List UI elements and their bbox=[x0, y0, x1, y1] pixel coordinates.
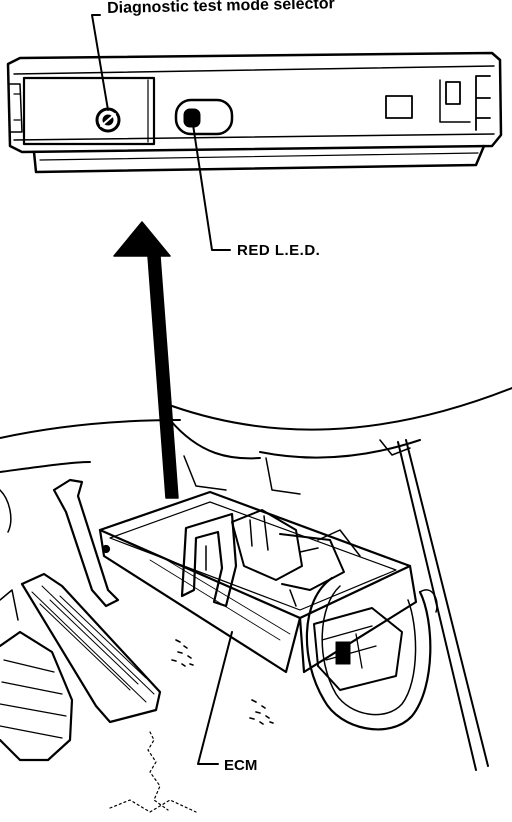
selector-leader-line bbox=[91, 14, 109, 111]
ecm-label: ECM bbox=[224, 757, 258, 774]
side-connector bbox=[313, 607, 403, 691]
harness-connector bbox=[231, 509, 361, 607]
floor-stipple bbox=[109, 639, 274, 813]
led-leader-line bbox=[191, 117, 231, 251]
red-led-label: RED L.E.D. bbox=[237, 242, 321, 259]
mounting-bracket bbox=[180, 512, 238, 608]
up-arrow bbox=[113, 221, 179, 499]
ecm-box bbox=[98, 490, 418, 674]
accelerator-pedal bbox=[20, 478, 162, 724]
brake-pedal bbox=[0, 589, 74, 762]
dashboard-outline bbox=[0, 387, 512, 533]
red-led-window bbox=[174, 98, 234, 136]
cable-loop bbox=[305, 576, 438, 731]
steering-column-line bbox=[397, 439, 489, 771]
ecm-unit-detail bbox=[6, 51, 503, 174]
ecm-leader-line bbox=[197, 631, 233, 765]
diagnostic-selector-knob bbox=[95, 107, 121, 133]
